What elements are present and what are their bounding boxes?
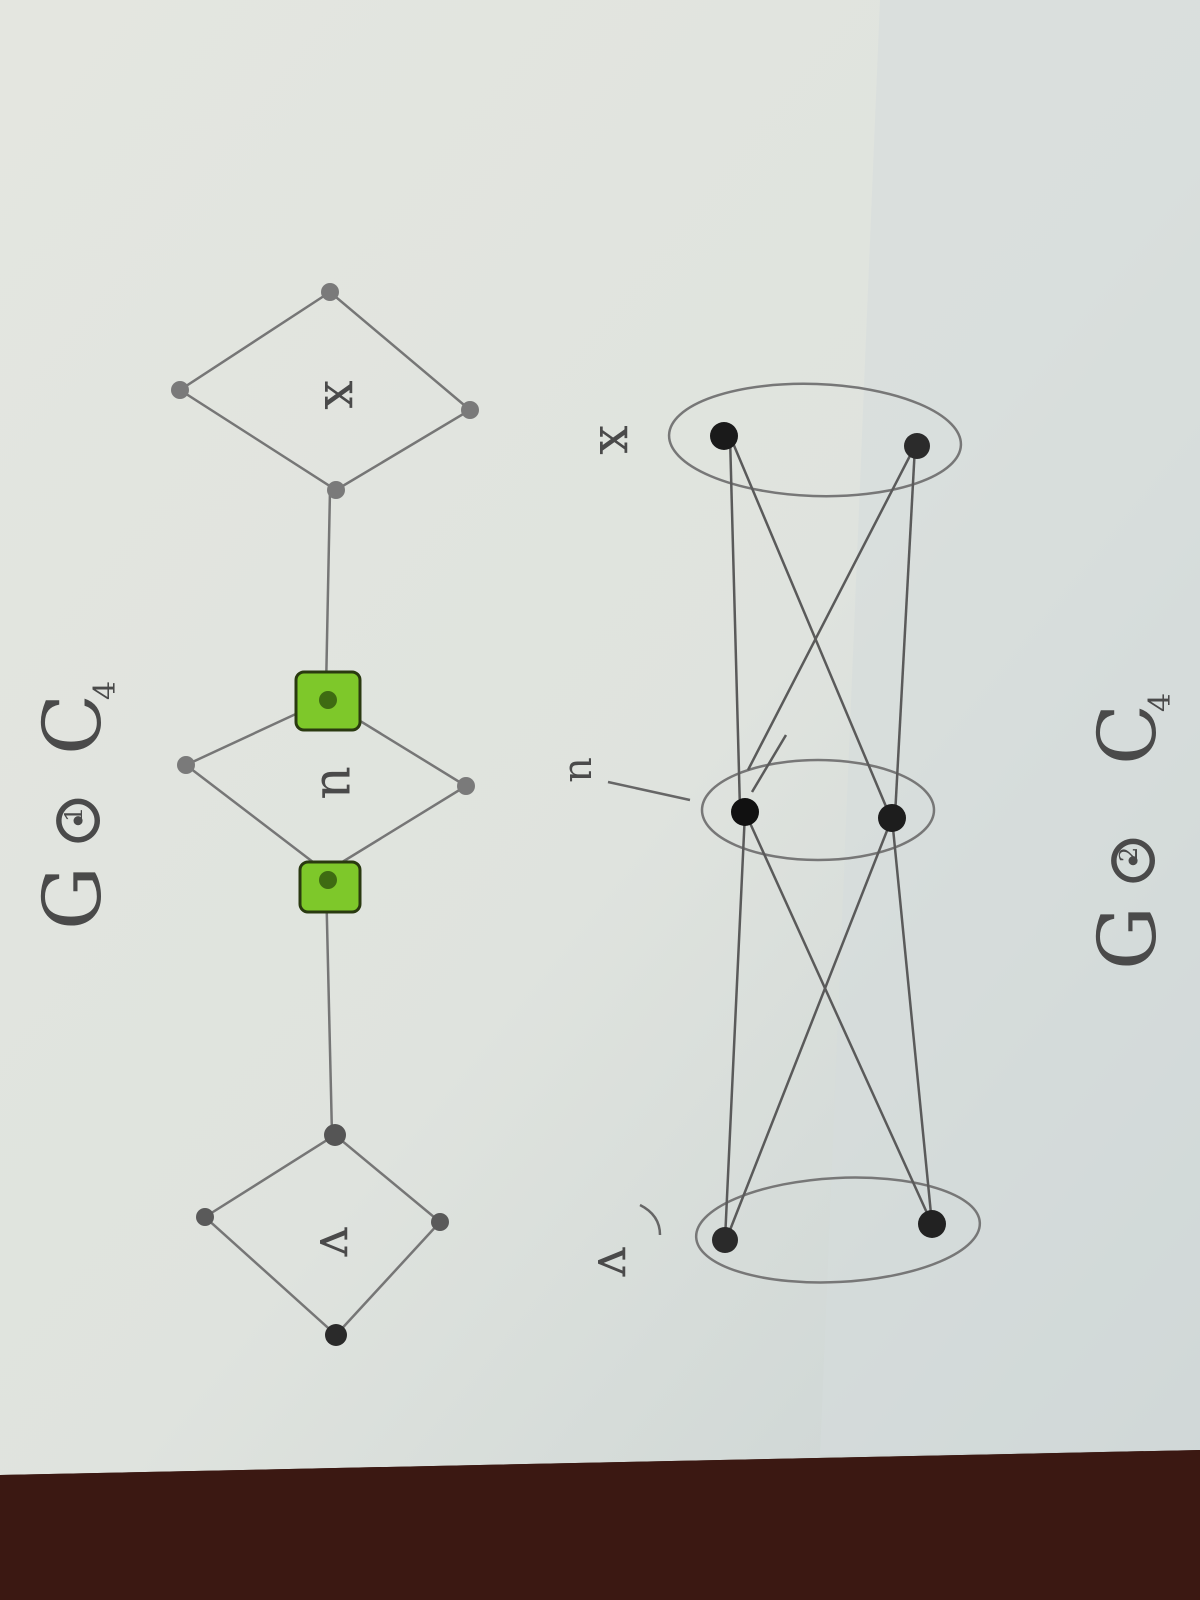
- edge: [728, 435, 742, 811]
- vertex: [325, 1324, 347, 1346]
- top-vertices: [171, 283, 479, 1346]
- top-title-factor-subscript: 4: [88, 681, 123, 700]
- bottom-title-operator: ⊙: [1090, 831, 1172, 890]
- vertex: [196, 1208, 214, 1226]
- top-title-operator: ⊙: [35, 791, 117, 850]
- group-u-ellipse: [700, 758, 936, 862]
- top-label-v: v: [307, 1226, 367, 1257]
- edge-x-u: [324, 489, 332, 691]
- vertex: [319, 871, 337, 889]
- paper-fold: [820, 0, 1200, 1455]
- bottom-edges: [723, 435, 934, 1241]
- edge: [728, 435, 892, 817]
- arrow-to-v: [639, 1203, 662, 1236]
- vertex: [327, 481, 345, 499]
- group-x-ellipse: [667, 382, 963, 498]
- vertex: [457, 777, 475, 795]
- edge: [728, 817, 894, 1231]
- top-title-operator-subscript: 1: [60, 807, 88, 822]
- bottom-title-graph: G: [1081, 906, 1174, 970]
- vertex: [731, 798, 759, 826]
- bottom-title-factor: C: [1081, 704, 1174, 765]
- vertex: [321, 283, 339, 301]
- vertex: [431, 1213, 449, 1231]
- vertex: [319, 691, 337, 709]
- table-surface: [0, 1450, 1200, 1600]
- pointer-arrows: [607, 780, 691, 1236]
- group-v-ellipse: [694, 1176, 982, 1284]
- vertex: [461, 401, 479, 419]
- bottom-label-u: u: [560, 757, 606, 783]
- top-label-x: x: [312, 380, 372, 409]
- edge: [893, 445, 917, 817]
- vertex: [918, 1210, 946, 1238]
- edge: [746, 445, 917, 771]
- edge: [890, 817, 934, 1225]
- edge: [723, 811, 747, 1241]
- arrow-to-u: [607, 780, 691, 802]
- bottom-vertices: [710, 422, 946, 1253]
- edge-u-v: [324, 879, 334, 1136]
- edge: [743, 811, 934, 1225]
- vertex: [324, 1124, 346, 1146]
- vertex: [904, 433, 930, 459]
- vertex: [177, 756, 195, 774]
- graph-g-odot2-c4: [667, 382, 982, 1284]
- pen-mark: [750, 734, 788, 793]
- bottom-title-factor-subscript: 4: [1143, 693, 1178, 712]
- bottom-title-operator-subscript: 2: [1115, 847, 1143, 862]
- vertex: [710, 422, 738, 450]
- bottom-label-x: x: [587, 425, 647, 454]
- bottom-label-v: v: [585, 1246, 645, 1277]
- top-label-u: u: [309, 766, 369, 800]
- vertex: [878, 804, 906, 832]
- top-title-factor: C: [26, 694, 119, 755]
- vertex: [712, 1227, 738, 1253]
- bottom-title: G ⊙ 2 C 4: [1081, 693, 1178, 970]
- top-title: G ⊙ 1 C 4: [26, 681, 123, 930]
- top-title-graph: G: [26, 866, 119, 930]
- vertex: [171, 381, 189, 399]
